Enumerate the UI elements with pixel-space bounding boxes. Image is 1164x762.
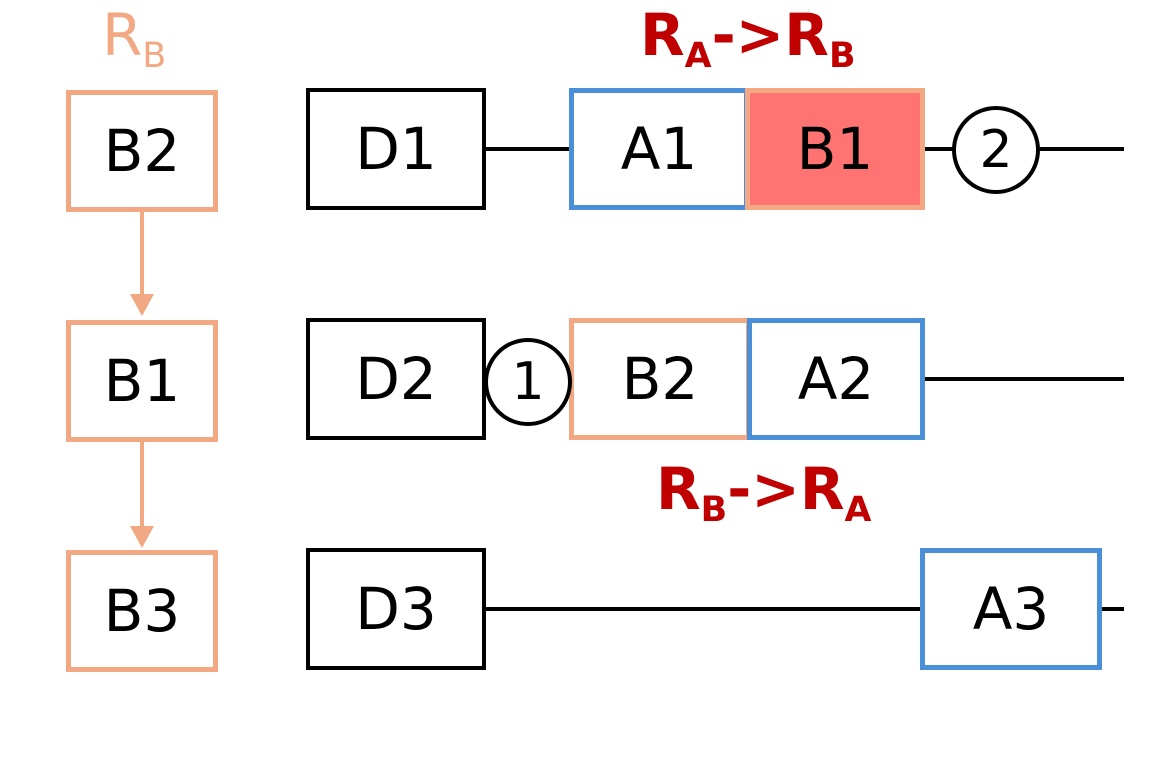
row-2-first-box: B2	[569, 318, 751, 440]
annotation-top: RA->RB	[640, 6, 855, 74]
row-1-step-marker-label: 2	[979, 120, 1013, 180]
row-2-line	[925, 377, 1124, 381]
row-3-line-a	[486, 607, 922, 611]
annotation-bottom-r1: R	[656, 455, 701, 523]
row-1-first-label: A1	[620, 115, 698, 183]
annotation-top-s1: A	[684, 36, 712, 77]
register-b-item-2-label: B1	[103, 347, 181, 415]
row-1-line-b	[925, 147, 955, 151]
register-b-item-1-label: B2	[103, 117, 181, 185]
register-b-item-3: B3	[66, 550, 218, 672]
row-1-step-marker: 2	[952, 106, 1040, 194]
register-b-item-1: B2	[66, 90, 218, 212]
register-b-title-sub: B	[142, 36, 167, 77]
register-b-connector-2	[140, 442, 144, 526]
annotation-bottom-r2: R	[799, 455, 845, 523]
row-3-d-box: D3	[306, 548, 486, 670]
register-b-title: RB	[102, 6, 166, 74]
row-2-second-box: A2	[747, 318, 925, 440]
annotation-bottom: RB->RA	[656, 460, 871, 528]
row-1-d-box: D1	[306, 88, 486, 210]
row-1-second-label: B1	[796, 115, 874, 183]
row-1-first-box: A1	[569, 88, 749, 210]
row-3-d-label: D3	[355, 575, 437, 643]
row-3-a-label: A3	[972, 575, 1050, 643]
annotation-top-mid: ->	[711, 1, 785, 69]
row-1-second-box: B1	[745, 88, 925, 210]
row-2-first-label: B2	[621, 345, 699, 413]
annotation-bottom-s1: B	[700, 490, 728, 531]
register-b-connector-1	[140, 212, 144, 294]
annotation-bottom-s2: A	[844, 490, 872, 531]
row-2-d-box: D2	[306, 318, 486, 440]
annotation-bottom-mid: ->	[727, 455, 800, 523]
annotation-top-s2: B	[828, 36, 856, 77]
annotation-top-r1: R	[640, 1, 685, 69]
register-b-item-3-label: B3	[103, 577, 181, 645]
row-1-line-a	[486, 147, 572, 151]
annotation-top-r2: R	[784, 1, 829, 69]
row-3-a-box: A3	[920, 548, 1102, 670]
row-3-line-b	[1102, 607, 1124, 611]
register-b-item-2: B1	[66, 320, 218, 442]
register-b-title-main: R	[102, 1, 143, 69]
row-1-line-c	[1040, 147, 1124, 151]
row-2-step-marker: 1	[484, 338, 572, 426]
register-b-arrow-2	[130, 526, 154, 548]
row-2-d-label: D2	[355, 345, 437, 413]
register-b-arrow-1	[130, 294, 154, 316]
row-2-second-label: A2	[797, 345, 875, 413]
row-1-d-label: D1	[355, 115, 437, 183]
row-2-step-marker-label: 1	[511, 352, 545, 412]
